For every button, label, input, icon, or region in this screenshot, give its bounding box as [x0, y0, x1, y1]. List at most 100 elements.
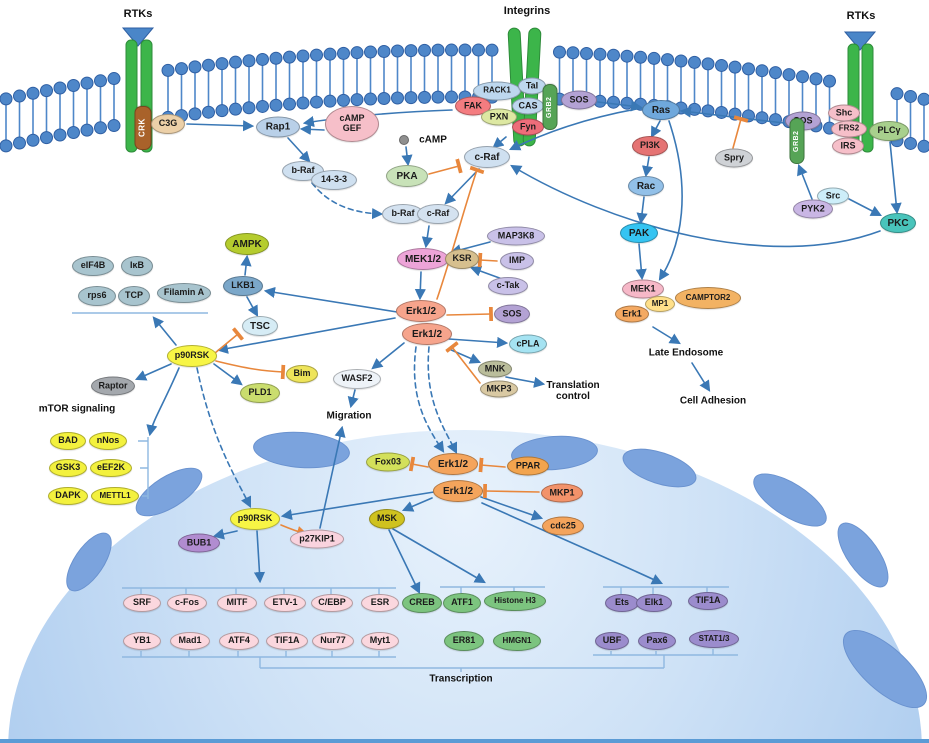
msk-node[interactable]: MSK — [369, 509, 405, 529]
lkb1-node[interactable]: LKB1 — [223, 276, 263, 296]
mkp3-node[interactable]: MKP3 — [480, 380, 518, 398]
bottom-border — [0, 739, 929, 743]
mp1-node[interactable]: MP1 — [645, 296, 675, 312]
elk1-node[interactable]: Elk1 — [636, 594, 672, 612]
atf4-node[interactable]: ATF4 — [219, 632, 259, 650]
fak-node[interactable]: FAK — [455, 96, 491, 116]
esr-node[interactable]: ESR — [361, 594, 399, 612]
cpla-node[interactable]: cPLA — [509, 334, 547, 354]
camptor2-node[interactable]: CAMPTOR2 — [675, 287, 741, 309]
tsc-node[interactable]: TSC — [242, 316, 278, 336]
c-ebp-node[interactable]: C/EBP — [311, 594, 353, 612]
mnk-node[interactable]: MNK — [478, 360, 512, 378]
pi3k-node[interactable]: PI3K — [632, 136, 668, 156]
14-3-3-node[interactable]: 14-3-3 — [311, 170, 357, 190]
ligand-triangle-icon — [121, 27, 155, 47]
mitf-node[interactable]: MITF — [217, 594, 257, 612]
translation-control-label: Translation control — [546, 380, 600, 402]
grb2-center-node[interactable]: GRB2 — [542, 84, 558, 130]
mkp1-node[interactable]: MKP1 — [541, 483, 583, 503]
p90rsk-nuc-node[interactable]: p90RSK — [230, 508, 280, 530]
pak-node[interactable]: PAK — [620, 223, 658, 243]
myt1-node[interactable]: Myt1 — [361, 632, 399, 650]
ksr-node[interactable]: KSR — [445, 249, 479, 269]
mek1-right-node[interactable]: MEK1 — [622, 279, 664, 299]
raptor-node[interactable]: Raptor — [91, 376, 135, 396]
hmgn1-node[interactable]: HMGN1 — [493, 631, 541, 651]
c-fos-node[interactable]: c-Fos — [167, 594, 207, 612]
atf1-node[interactable]: ATF1 — [443, 593, 481, 613]
tif1a-purple-node[interactable]: TIF1A — [688, 592, 728, 610]
map3k8-node[interactable]: MAP3K8 — [487, 226, 545, 246]
ligand-triangle-icon — [843, 31, 877, 51]
erk12-nuc-a-node[interactable]: Erk1/2 — [428, 453, 478, 475]
shc-node[interactable]: Shc — [828, 104, 860, 122]
etv-1-node[interactable]: ETV-1 — [264, 594, 306, 612]
cdc25-node[interactable]: cdc25 — [542, 516, 584, 536]
pka-node[interactable]: PKA — [386, 165, 428, 187]
erk1-right-node[interactable]: Erk1 — [615, 305, 649, 323]
imp-node[interactable]: IMP — [500, 252, 534, 270]
crk-node[interactable]: CRK — [134, 106, 152, 150]
irs-node[interactable]: IRS — [832, 137, 864, 155]
histone-h3-node[interactable]: Histone H3 — [484, 591, 546, 611]
pkc-node[interactable]: PKC — [880, 213, 916, 233]
creb-node[interactable]: CREB — [402, 593, 442, 613]
pyk2-node[interactable]: PYK2 — [793, 199, 833, 219]
src-node[interactable]: Src — [817, 187, 849, 205]
filamin-a-node[interactable]: Filamin A — [157, 283, 211, 303]
rack1-node[interactable]: RACK1 — [473, 81, 521, 101]
activation-arrows — [134, 100, 902, 595]
bad-node[interactable]: BAD — [50, 432, 86, 450]
srf-node[interactable]: SRF — [123, 594, 161, 612]
fyn-node[interactable]: Fyn — [512, 118, 544, 136]
mettl1-node[interactable]: METTL1 — [91, 487, 139, 505]
spry-node[interactable]: Spry — [715, 148, 753, 168]
sos-mid-node[interactable]: SOS — [494, 304, 530, 324]
yb1-node[interactable]: YB1 — [123, 632, 161, 650]
pxn-node[interactable]: PXN — [481, 108, 517, 126]
sos-top-node[interactable]: SOS — [561, 90, 597, 110]
ubf-node[interactable]: UBF — [595, 632, 629, 650]
nnos-node[interactable]: nNos — [89, 432, 127, 450]
rac-node[interactable]: Rac — [628, 176, 664, 196]
p90rsk-cyto-node[interactable]: p90RSK — [167, 345, 217, 367]
eif4b-node[interactable]: eIF4B — [72, 256, 114, 276]
grb2-right-node[interactable]: GRB2 — [789, 118, 805, 164]
er81-node[interactable]: ER81 — [444, 631, 484, 651]
camp-gef-node[interactable]: cAMP GEF — [325, 106, 379, 142]
cas-node[interactable]: CAS — [512, 97, 544, 115]
rps6-node[interactable]: rps6 — [78, 286, 116, 306]
c-raf-upper-node[interactable]: c-Raf — [464, 146, 510, 168]
fox03-node[interactable]: Fox03 — [366, 452, 410, 472]
dapk-node[interactable]: DAPK — [48, 487, 88, 505]
c3g-node[interactable]: C3G — [151, 114, 185, 134]
tif1a-pink-node[interactable]: TIF1A — [266, 632, 308, 650]
c-raf-lower-node[interactable]: c-Raf — [417, 204, 459, 224]
rap1-node[interactable]: Rap1 — [256, 116, 300, 138]
ppar-node[interactable]: PPAR — [507, 456, 549, 476]
ras-node[interactable]: Ras — [642, 100, 680, 120]
erk12-cyto-a-node[interactable]: Erk1/2 — [396, 300, 446, 322]
mad1-node[interactable]: Mad1 — [170, 632, 210, 650]
p27kip1-node[interactable]: p27KIP1 — [290, 529, 344, 549]
wasf2-node[interactable]: WASF2 — [333, 369, 381, 389]
gsk3-node[interactable]: GSK3 — [49, 459, 87, 477]
mek12-node[interactable]: MEK1/2 — [397, 248, 449, 270]
bim-node[interactable]: Bim — [286, 365, 318, 383]
bub1-node[interactable]: BUB1 — [178, 533, 220, 553]
plc-gamma-node[interactable]: PLCγ — [869, 121, 909, 141]
pld1-node[interactable]: PLD1 — [240, 383, 280, 403]
c-tak-node[interactable]: c-Tak — [488, 277, 528, 295]
tcp-node[interactable]: TCP — [118, 286, 150, 306]
nur77-node[interactable]: Nur77 — [312, 632, 354, 650]
pax6-node[interactable]: Pax6 — [638, 632, 676, 650]
ets-node[interactable]: Ets — [605, 594, 639, 612]
erk12-cyto-b-node[interactable]: Erk1/2 — [402, 323, 452, 345]
erk12-nuc-b-node[interactable]: Erk1/2 — [433, 480, 483, 502]
stat1-3-node[interactable]: STAT1/3 — [689, 630, 739, 648]
frs2-node[interactable]: FRS2 — [831, 120, 867, 138]
ikb-node[interactable]: IκB — [121, 256, 153, 276]
eef2k-node[interactable]: eEF2K — [90, 459, 132, 477]
ampk-node[interactable]: AMPK — [225, 233, 269, 255]
